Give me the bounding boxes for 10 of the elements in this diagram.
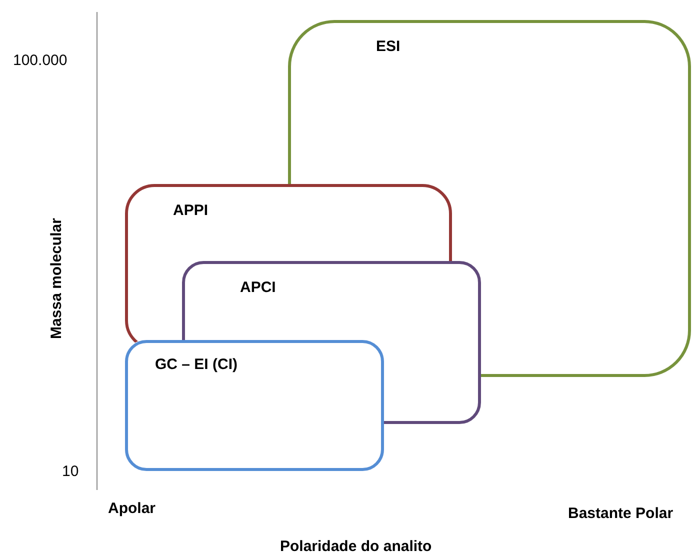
region-label: ESI — [376, 38, 400, 55]
axis-tick-label: 10 — [62, 463, 79, 480]
axis-title: Massa molecular — [48, 218, 65, 339]
axis-title: Polaridade do analito — [280, 538, 432, 555]
region-label: APCI — [240, 279, 276, 296]
axis-end-label: Bastante Polar — [568, 505, 674, 522]
region-label: GC – EI (CI) — [155, 356, 238, 373]
axis-end-label: Apolar — [108, 500, 156, 517]
region-label: APPI — [173, 202, 208, 219]
axis-tick-label: 100.000 — [13, 52, 68, 69]
